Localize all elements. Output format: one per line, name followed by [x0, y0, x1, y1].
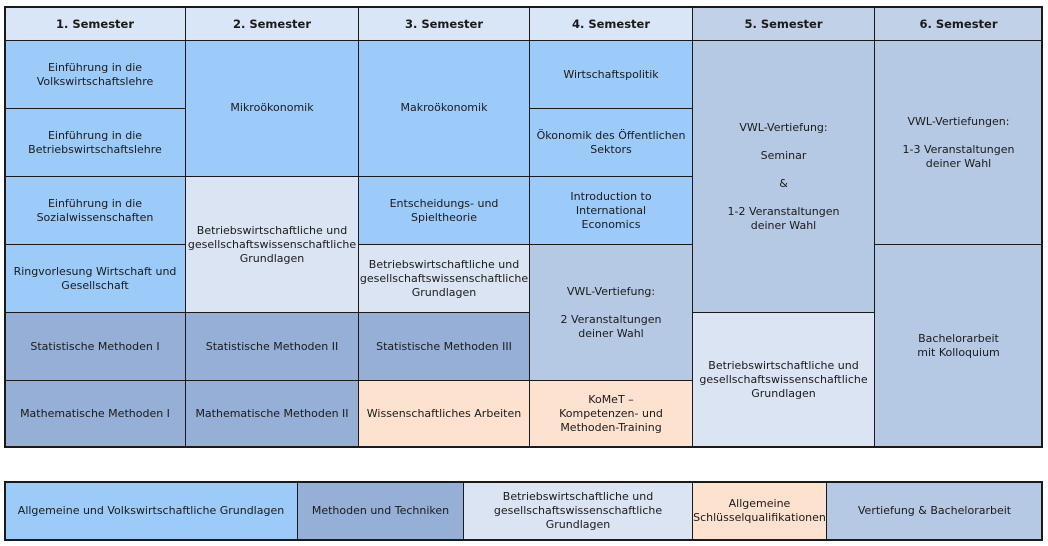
course-wissenschaftliches-arbeiten: Wissenschaftliches Arbeiten — [358, 380, 530, 448]
legend-grundlagen: Allgemeine und Volkswirtschaftliche Grun… — [4, 481, 298, 541]
header-semester-6: 6. Semester — [874, 6, 1043, 41]
header-semester-4: 4. Semester — [529, 6, 693, 41]
course-spieltheorie: Entscheidungs- und Spieltheorie — [358, 176, 530, 245]
course-sozialwissenschaften-einfuehrung: Einführung in die Sozialwissenschaften — [4, 176, 186, 245]
legend-schluesselqualifikationen: Allgemeine Schlüsselqualifikationen — [692, 481, 827, 541]
course-ringvorlesung: Ringvorlesung Wirtschaft und Gesellschaf… — [4, 244, 186, 313]
header-semester-3: 3. Semester — [358, 6, 530, 41]
legend-bwl-gesellschaft: Betriebswirtschaftliche und gesellschaft… — [463, 481, 693, 541]
legend-methoden: Methoden und Techniken — [297, 481, 464, 541]
course-bwl-einfuehrung: Einführung in die Betriebswirtschaftsleh… — [4, 108, 186, 177]
course-statistik-3: Statistische Methoden III — [358, 312, 530, 381]
course-vwl-vertiefung-s4: VWL-Vertiefung: 2 Veranstaltungen deiner… — [529, 244, 693, 381]
course-statistik-1: Statistische Methoden I — [4, 312, 186, 381]
course-statistik-2: Statistische Methoden II — [185, 312, 359, 381]
course-mathe-2: Mathematische Methoden II — [185, 380, 359, 448]
course-bwl-grundlagen-s3: Betriebswirtschaftliche und gesellschaft… — [358, 244, 530, 313]
header-semester-5: 5. Semester — [692, 6, 875, 41]
course-mathe-1: Mathematische Methoden I — [4, 380, 186, 448]
legend-vertiefung: Vertiefung & Bachelorarbeit — [826, 481, 1043, 541]
course-wirtschaftspolitik: Wirtschaftspolitik — [529, 40, 693, 109]
course-komet: KoMeT – Kompetenzen- und Methoden-Traini… — [529, 380, 693, 448]
course-bwl-grundlagen-s2: Betriebswirtschaftliche und gesellschaft… — [185, 176, 359, 313]
course-bwl-grundlagen-s5: Betriebswirtschaftliche und gesellschaft… — [692, 312, 875, 448]
header-semester-1: 1. Semester — [4, 6, 186, 41]
course-vwl-vertiefungen-s6: VWL-Vertiefungen: 1-3 Veranstaltungen de… — [874, 40, 1043, 245]
course-vwl-einfuehrung: Einführung in die Volkswirtschaftslehre — [4, 40, 186, 109]
course-makrooekonomik: Makroökonomik — [358, 40, 530, 177]
course-mikrooekonomik: Mikroökonomik — [185, 40, 359, 177]
course-bachelorarbeit: Bachelorarbeit mit Kolloquium — [874, 244, 1043, 448]
course-international-economics: Introduction to International Economics — [529, 176, 693, 245]
course-vwl-vertiefung-s5: VWL-Vertiefung: Seminar & 1-2 Veranstalt… — [692, 40, 875, 313]
header-semester-2: 2. Semester — [185, 6, 359, 41]
course-oeffentlicher-sektor: Ökonomik des Öffentlichen Sektors — [529, 108, 693, 177]
